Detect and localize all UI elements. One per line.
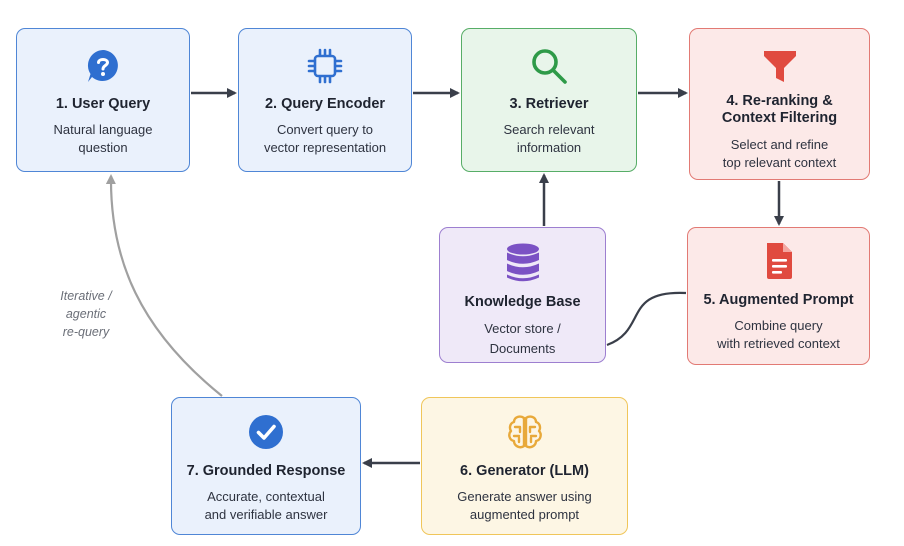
node-description: Convert query to vector representation [263, 122, 387, 155]
brain-icon [505, 412, 545, 452]
node-title: 7. Grounded Response [186, 463, 346, 479]
node-reranking: 4. Re-ranking & Context Filtering Select… [689, 28, 870, 180]
question-bubble-icon [83, 46, 123, 86]
check-circle-icon [246, 412, 286, 452]
loop-label: Iterative / agentic re-query [60, 289, 112, 339]
node-knowledge-base: Knowledge Base Vector store / Documents [439, 227, 606, 363]
node-title: 1. User Query [55, 96, 151, 112]
node-grounded-response: 7. Grounded Response Accurate, contextua… [171, 397, 361, 535]
node-description: Select and refine top relevant context [722, 137, 837, 170]
node-augmented-prompt: 5. Augmented Prompt Combine query with r… [687, 227, 870, 365]
chip-icon [305, 46, 345, 86]
node-query-encoder: 2. Query Encoder Convert query to vector… [238, 28, 412, 172]
node-title: 5. Augmented Prompt [703, 292, 854, 308]
node-user-query: 1. User Query Natural language question [16, 28, 190, 172]
node-generator: 6. Generator (LLM) Generate answer using… [421, 397, 628, 535]
connector-kb-prompt [606, 291, 687, 347]
arrow-requery-loop [105, 174, 223, 397]
node-description: Combine query with retrieved context [717, 318, 840, 351]
node-description: Natural language question [53, 122, 153, 155]
node-title: Knowledge Base [464, 294, 581, 310]
node-description: Search relevant information [503, 122, 595, 155]
node-title: 3. Retriever [509, 96, 589, 112]
document-icon [759, 241, 799, 281]
node-title: 6. Generator (LLM) [460, 463, 589, 479]
database-icon [503, 243, 543, 283]
node-description: Accurate, contextual and verifiable answ… [204, 489, 328, 522]
node-title: 2. Query Encoder [264, 96, 386, 112]
node-description: Vector store / Documents [484, 321, 561, 356]
search-icon [529, 46, 569, 86]
funnel-icon [760, 46, 800, 86]
node-retriever: 3. Retriever Search relevant information [461, 28, 637, 172]
node-description: Generate answer using augmented prompt [457, 489, 592, 522]
node-title: 4. Re-ranking & Context Filtering [721, 93, 838, 126]
